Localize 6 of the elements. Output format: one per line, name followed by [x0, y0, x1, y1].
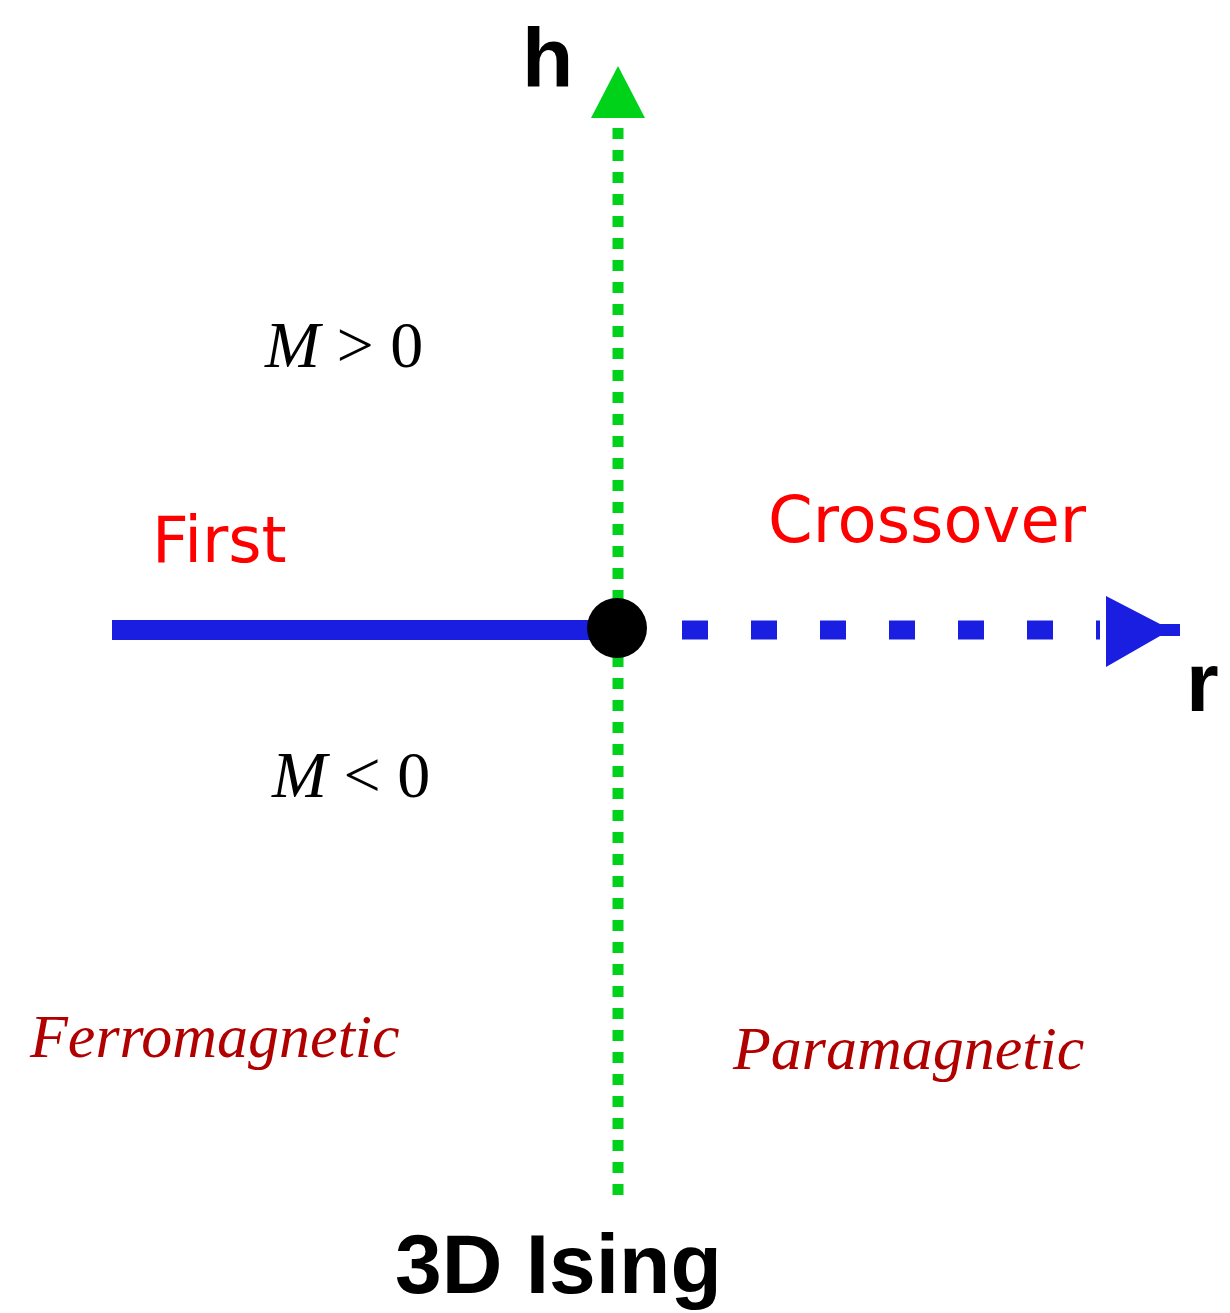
axis-label: h [522, 16, 574, 100]
line-label: Crossover [768, 488, 1087, 552]
region-label: M < 0 [272, 742, 431, 808]
axis-label: r [1186, 640, 1219, 724]
line-label: First [152, 508, 287, 572]
region-label: M > 0 [265, 312, 424, 378]
